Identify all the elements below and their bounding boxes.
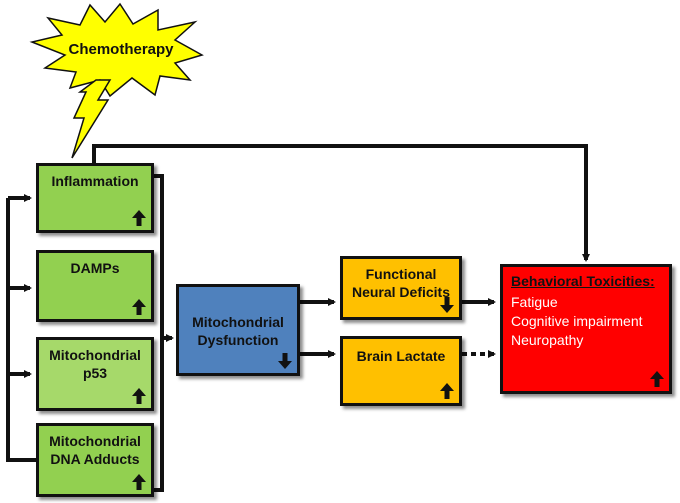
mito-to-outcomes-wires [300,298,496,358]
functional-label-line1: Functional [365,266,437,282]
brain-lactate-box: Brain Lactate [340,336,462,406]
damps-box: DAMPs [36,250,154,322]
inflammation-box: Inflammation [36,163,154,233]
left-bus-wires [6,194,36,462]
mito-label-line1: Mitochondrial [192,314,284,330]
behavioral-item-neuropathy: Neuropathy [511,332,584,348]
down-arrow-icon [278,353,292,369]
mitochondrial-dna-adducts-box: Mitochondrial DNA Adducts [36,423,154,497]
mito-label-line2: Dysfunction [197,332,279,348]
behavioral-toxicities-box: Behavioral Toxicities: Fatigue Cognitive… [500,264,672,394]
functional-label-line2: Neural Deficits [351,284,451,300]
functional-neural-deficits-box: Functional Neural Deficits [340,256,462,320]
mitochondrial-p53-box: Mitochondrial p53 [36,337,154,411]
p53-label-line2: p53 [82,365,108,381]
down-arrow-icon [440,297,454,313]
lightning-bolt-icon [71,79,112,159]
inflammation-to-behavioral-wire [92,144,590,262]
up-arrow-icon [132,388,146,404]
dna-label-line2: DNA Adducts [50,451,140,467]
inflammation-label: Inflammation [51,173,139,189]
up-arrow-icon [132,299,146,315]
green-to-mito-wires [152,174,174,492]
behavioral-title: Behavioral Toxicities: [511,273,655,289]
lactate-label: Brain Lactate [356,348,446,364]
up-arrow-icon [132,210,146,226]
behavioral-list: Fatigue Cognitive impairment Neuropathy [511,293,643,350]
chemotherapy-burst-shape [29,2,204,98]
up-arrow-icon [440,383,454,399]
behavioral-item-fatigue: Fatigue [511,294,558,310]
up-arrow-icon [132,474,146,490]
up-arrow-icon [650,371,664,387]
behavioral-item-cognitive: Cognitive impairment [511,313,643,329]
dna-label-line1: Mitochondrial [49,433,141,449]
mitochondrial-dysfunction-box: Mitochondrial Dysfunction [176,284,300,376]
damps-label: DAMPs [70,260,120,276]
chemotherapy-label: Chemotherapy [68,41,174,58]
p53-label-line1: Mitochondrial [49,347,141,363]
